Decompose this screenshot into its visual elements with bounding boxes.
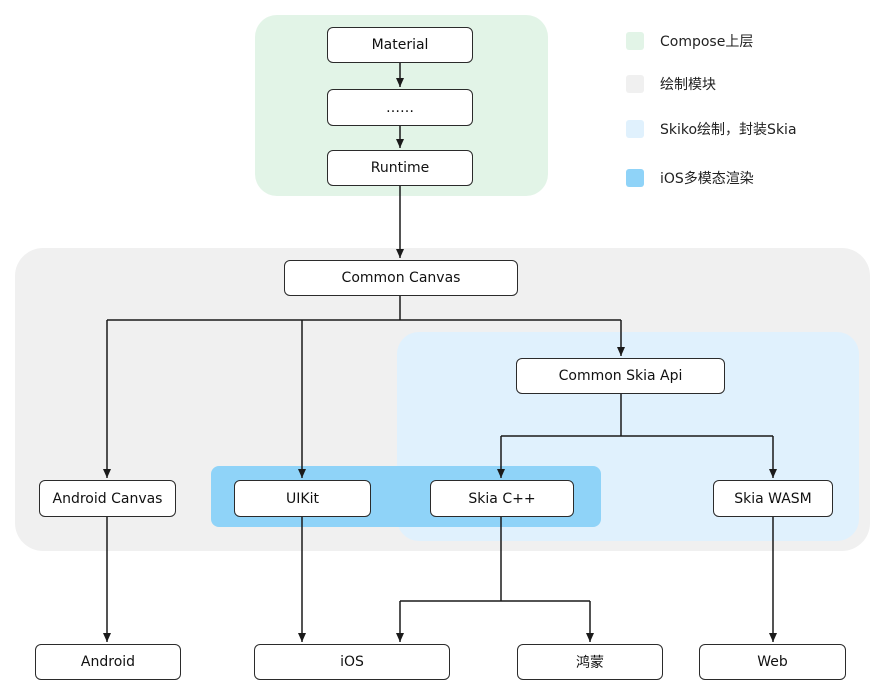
legend-item-ios-multimodal: iOS多模态渲染 — [626, 168, 754, 188]
legend-item-compose: Compose上层 — [626, 31, 753, 51]
node-hongmeng: 鸿蒙 — [517, 644, 663, 680]
legend-label-drawing: 绘制模块 — [660, 77, 716, 93]
legend-label-skiko: Skiko绘制，封装Skia — [660, 122, 797, 138]
node-material: Material — [327, 27, 473, 63]
node-android-canvas: Android Canvas — [39, 480, 176, 517]
node-android: Android — [35, 644, 181, 680]
node-web: Web — [699, 644, 846, 680]
legend-item-drawing: 绘制模块 — [626, 74, 716, 94]
legend-swatch-compose — [626, 32, 644, 50]
legend-item-skiko: Skiko绘制，封装Skia — [626, 119, 797, 139]
node-uikit: UIKit — [234, 480, 371, 517]
legend-swatch-drawing — [626, 75, 644, 93]
node-skia-cpp: Skia C++ — [430, 480, 574, 517]
legend-swatch-ios-multimodal — [626, 169, 644, 187]
node-skia-wasm: Skia WASM — [713, 480, 833, 517]
legend-label-ios-multimodal: iOS多模态渲染 — [660, 171, 754, 187]
node-ios: iOS — [254, 644, 450, 680]
node-common-canvas: Common Canvas — [284, 260, 518, 296]
node-common-skia-api: Common Skia Api — [516, 358, 725, 394]
legend-label-compose: Compose上层 — [660, 34, 754, 50]
node-ellipsis: …… — [327, 89, 473, 126]
legend-swatch-skiko — [626, 120, 644, 138]
node-runtime: Runtime — [327, 150, 473, 186]
